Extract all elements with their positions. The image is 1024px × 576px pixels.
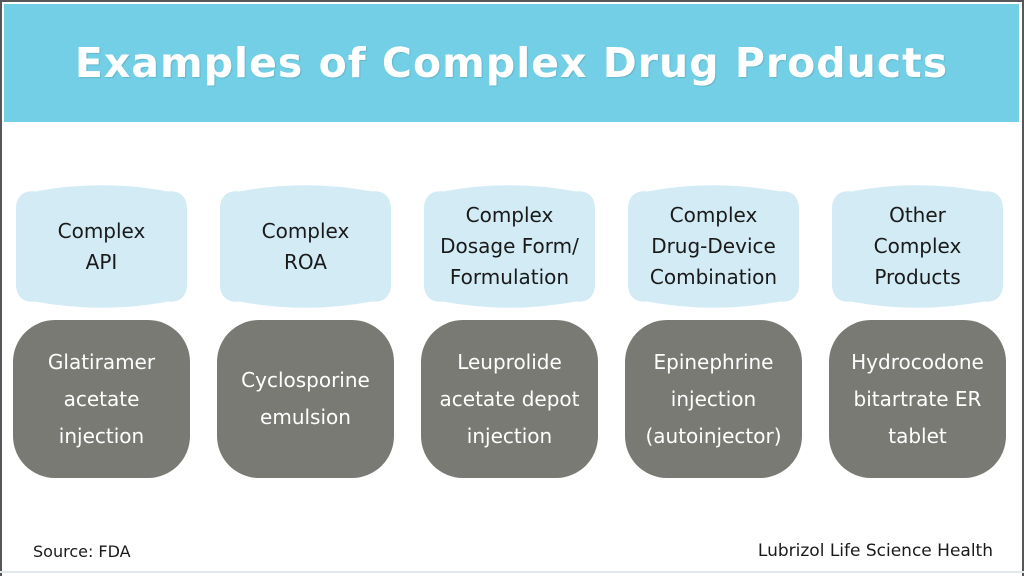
category-label: Complex ROA — [261, 218, 350, 274]
category-shape: Complex Drug-Device Combination — [625, 183, 802, 310]
source-text: Source: FDA — [33, 542, 131, 561]
category-column: Complex Dosage Form/ Formulation Leuprol… — [421, 183, 598, 478]
category-label: Complex API — [57, 218, 146, 274]
example-card: Leuprolide acetate depot injection — [421, 320, 598, 478]
category-column: Complex API Glatiramer acetate injection — [13, 183, 190, 478]
example-card: Epinephrine injection (autoinjector) — [625, 320, 802, 478]
wave-shape-bg — [832, 185, 1003, 308]
wave-shape-bg — [424, 185, 595, 308]
category-column: Complex Drug-Device Combination Epinephr… — [625, 183, 802, 478]
category-shape: Other Complex Products — [829, 183, 1006, 310]
slide-title: Examples of Complex Drug Products — [74, 39, 949, 87]
category-label: Complex Dosage Form/ Formulation — [440, 203, 579, 289]
category-label: Other Complex Products — [873, 203, 962, 289]
example-card: Hydrocodone bitartrate ER tablet — [829, 320, 1006, 478]
category-shape: Complex API — [13, 183, 190, 310]
example-card: Cyclosporine emulsion — [217, 320, 394, 478]
wave-shape-bg — [220, 185, 391, 308]
category-label: Complex Drug-Device Combination — [649, 203, 778, 289]
brand-text: Lubrizol Life Science Health — [757, 541, 993, 561]
bottom-divider — [0, 571, 1024, 573]
example-card: Glatiramer acetate injection — [13, 320, 190, 478]
category-column: Other Complex Products Hydrocodone bitar… — [829, 183, 1006, 478]
wave-shape-bg — [16, 185, 187, 308]
wave-shape-bg — [628, 185, 799, 308]
category-shape: Complex ROA — [217, 183, 394, 310]
columns-row: Complex API Glatiramer acetate injection… — [13, 183, 1006, 478]
slide-header: Examples of Complex Drug Products — [4, 4, 1019, 122]
category-column: Complex ROA Cyclosporine emulsion — [217, 183, 394, 478]
category-shape: Complex Dosage Form/ Formulation — [421, 183, 598, 310]
